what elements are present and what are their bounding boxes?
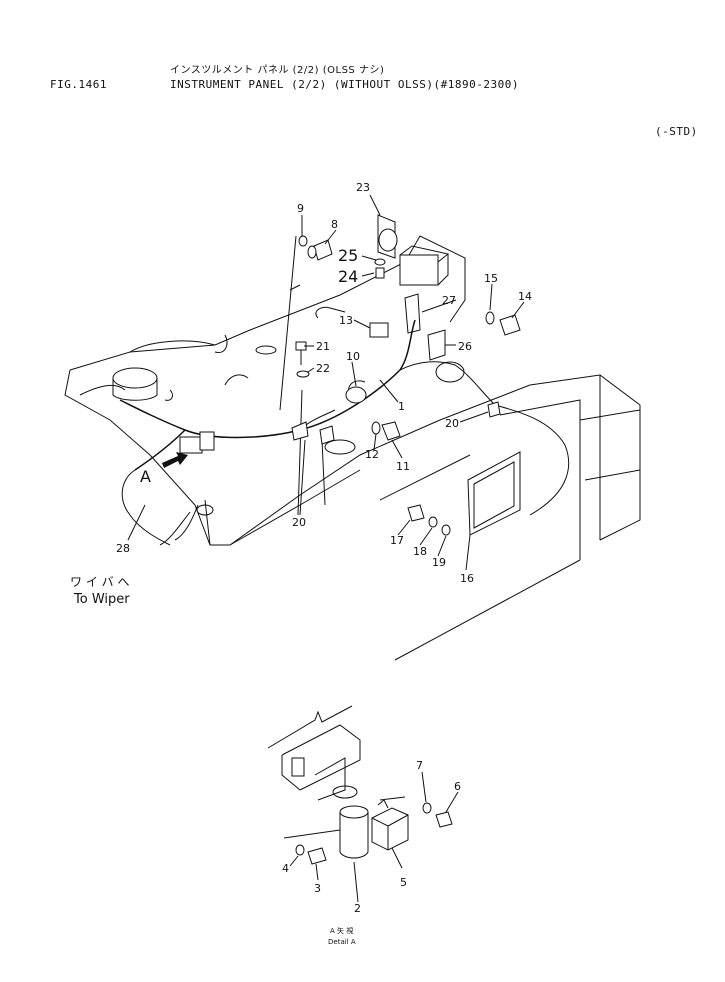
- callout-21: 21: [316, 340, 330, 353]
- callout-18: 18: [413, 545, 427, 558]
- bolt-14: [499, 314, 521, 336]
- callout-20-lower: 20: [292, 516, 306, 529]
- panel-body: [64, 235, 531, 546]
- view-arrow-a: A: [140, 452, 188, 486]
- washer-12: [371, 421, 381, 435]
- horn-26: [427, 329, 465, 383]
- relay-component-a: [179, 431, 215, 454]
- relay-5: [371, 796, 409, 851]
- bolt-21: [295, 341, 307, 365]
- bolt-6: [435, 811, 453, 828]
- view-marker-label: A: [140, 467, 151, 486]
- callout-2: 2: [354, 902, 361, 915]
- clamp-20-upper: [487, 401, 501, 418]
- figure-title-english: INSTRUMENT PANEL (2/2) (WITHOUT OLSS)(#1…: [170, 78, 520, 91]
- clamp-20-lower: [291, 421, 309, 441]
- callout-13: 13: [339, 314, 353, 327]
- callout-27: 27: [442, 294, 456, 307]
- washer-15: [485, 311, 495, 325]
- washer-19: [441, 524, 451, 536]
- detail-label-english: Detail A: [328, 938, 356, 946]
- connector-27: [404, 293, 421, 334]
- washer-4: [295, 844, 305, 856]
- detail-label-japanese: A 矢 視: [330, 926, 353, 935]
- cover-plate: [467, 451, 521, 536]
- flasher-unit-2: [339, 805, 369, 859]
- leader-lines: [127, 194, 525, 571]
- callout-28: 28: [116, 542, 130, 555]
- figure-title-japanese: インスツルメント パネル (2/2) (OLSS ナシ): [170, 65, 385, 76]
- connector-13: [369, 322, 389, 338]
- right-housing: [379, 374, 641, 661]
- bracket-23: [377, 214, 450, 286]
- callout-12: 12: [365, 448, 379, 461]
- callout-19: 19: [432, 556, 446, 569]
- component-10: [345, 386, 367, 404]
- callout-22: 22: [316, 362, 330, 375]
- figure-number: FIG.1461: [50, 78, 107, 91]
- washer-25: [374, 258, 386, 266]
- wiper-label-japanese: ワ イ バ へ: [70, 575, 129, 589]
- bolt-8: [307, 239, 333, 261]
- callout-8: 8: [331, 218, 338, 231]
- callout-11: 11: [396, 460, 410, 473]
- callout-16: 16: [460, 572, 474, 585]
- callout-14: 14: [518, 290, 532, 303]
- bolt-11: [381, 421, 401, 441]
- callout-25: 25: [338, 246, 358, 265]
- callout-3: 3: [314, 882, 321, 895]
- wiper-label-english: To Wiper: [73, 592, 130, 607]
- callout-numbers: 1 2 3 4 5 6 7 8 9 10 11 12 13 14 15 16 1…: [116, 181, 532, 915]
- callout-9: 9: [297, 202, 304, 215]
- callout-24: 24: [338, 267, 358, 286]
- callout-23: 23: [356, 181, 370, 194]
- washer-18: [428, 516, 438, 528]
- washer-9: [298, 235, 308, 247]
- callout-20-upper: 20: [445, 417, 459, 430]
- callout-6: 6: [454, 780, 461, 793]
- callout-15: 15: [484, 272, 498, 285]
- washer-22: [296, 370, 310, 378]
- callout-5: 5: [400, 876, 407, 889]
- washer-7: [422, 802, 432, 814]
- detail-a-view: [267, 705, 459, 903]
- bolt-3: [307, 847, 327, 865]
- clamp-20-lower-b: [319, 425, 335, 445]
- callout-17: 17: [390, 534, 404, 547]
- bolt-24: [375, 267, 385, 279]
- bolt-17: [407, 504, 425, 522]
- callout-1: 1: [398, 400, 405, 413]
- callout-4: 4: [282, 862, 289, 875]
- callout-26: 26: [458, 340, 472, 353]
- callout-7: 7: [416, 759, 423, 772]
- callout-10: 10: [346, 350, 360, 363]
- wiper-connector-28: [159, 504, 214, 546]
- variant-code: (-STD): [655, 125, 698, 138]
- gauge-cluster: [112, 367, 173, 401]
